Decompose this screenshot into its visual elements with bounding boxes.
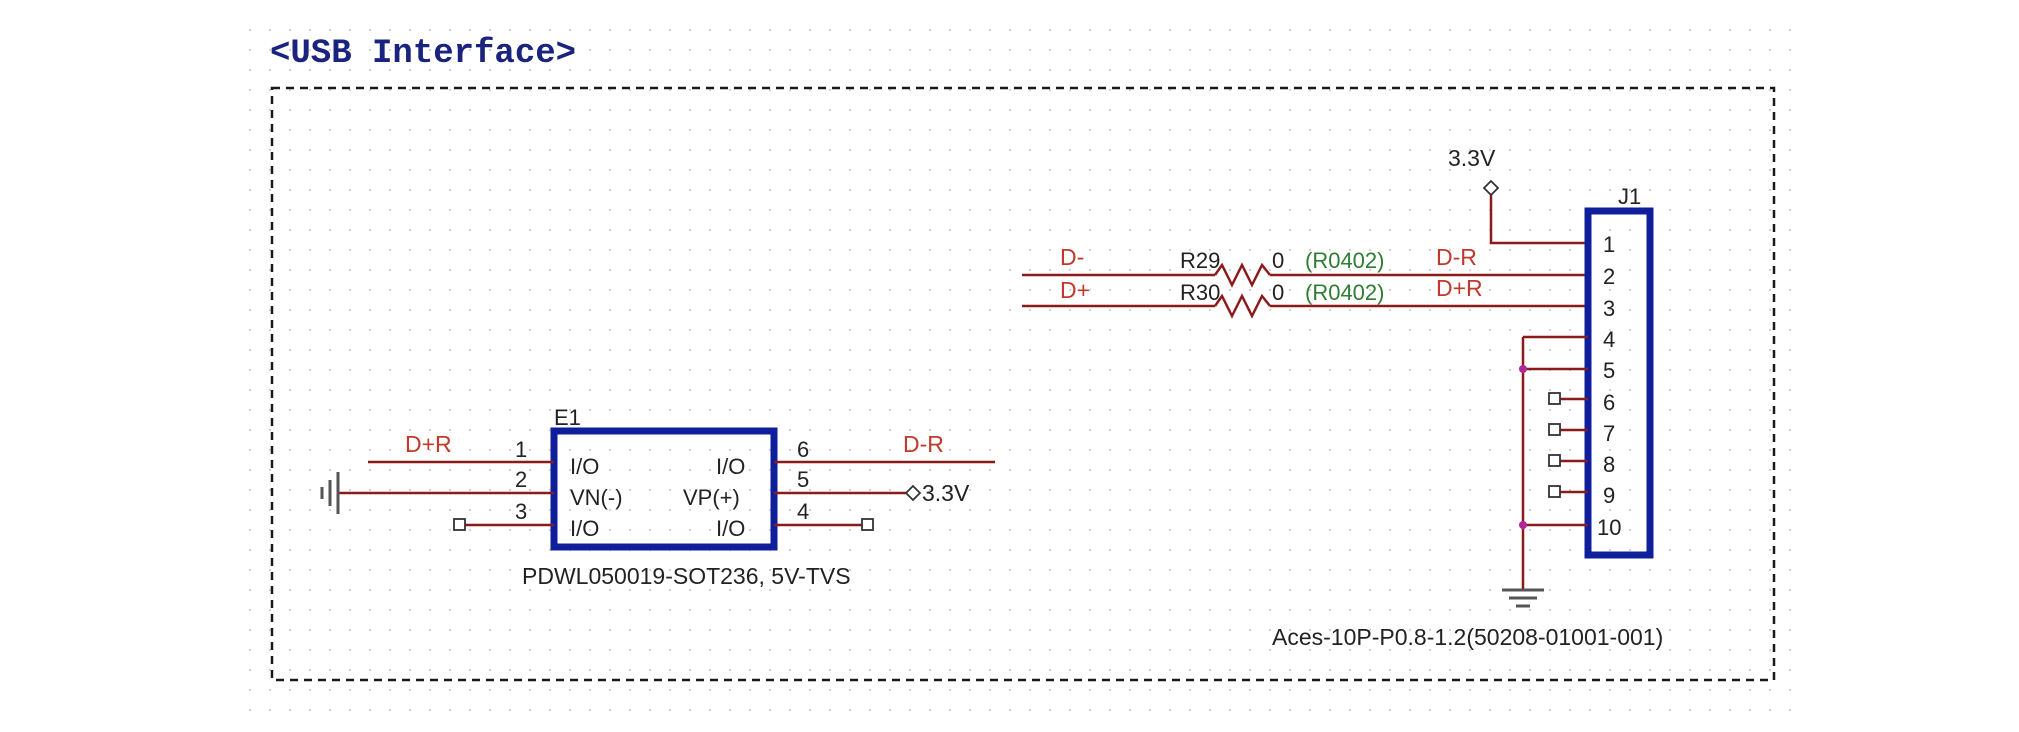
schematic-title: <USB Interface> [270,35,576,73]
tvs-pin6-net: D-R [903,431,944,457]
tvs-pin2-name: VN(-) [570,485,623,510]
j1-pin-5: 5 [1603,358,1615,383]
r30-footprint: (R0402) [1305,280,1384,305]
tvs-pin4-name: I/O [716,516,745,541]
tvs-pin5-num: 5 [797,467,809,492]
tvs-pin4-num: 4 [797,499,809,524]
tvs-pin4-nc-marker [861,518,874,531]
tvs-pin6-num: 6 [797,437,809,462]
r30-value: 0 [1272,280,1284,305]
r30-net-in: D+ [1060,277,1090,303]
tvs-ref: E1 [554,405,581,430]
tvs-pin3-name: I/O [570,516,599,541]
tvs-pin1-num: 1 [515,437,527,462]
r30-ref: R30 [1180,280,1220,305]
r29-ref: R29 [1180,248,1220,273]
j1-part-number: Aces-10P-P0.8-1.2(50208-01001-001) [1272,624,1663,650]
tvs-pin1-net: D+R [405,431,452,457]
j1-pin-1: 1 [1603,232,1615,257]
power-label: 3.3V [1448,145,1496,171]
r29-value: 0 [1272,248,1284,273]
r30-net-out: D+R [1436,275,1483,301]
ground-symbol-left [320,472,340,514]
power-3v3-port: 3.3V [1448,145,1588,245]
tvs-pin5-power-port [904,484,922,502]
tvs-pin1-name: I/O [570,454,599,479]
tvs-pin3-nc-marker [453,518,466,531]
j1-pin-9: 9 [1603,483,1615,508]
ground-symbol-j1 [1502,588,1544,608]
j1-pin-10: 10 [1597,515,1621,540]
r29-net-in: D- [1060,244,1084,270]
tvs-body [550,427,778,551]
tvs-pin3-num: 3 [515,499,527,524]
j1-pin-8: 8 [1603,452,1615,477]
j1-pin-6: 6 [1603,390,1615,415]
tvs-pin5-name: VP(+) [683,485,740,510]
r29-net-out: D-R [1436,244,1477,270]
j1-ref: J1 [1618,184,1641,209]
tvs-pin5-net: 3.3V [922,480,970,506]
j1-pin9-nc-marker [1548,485,1561,498]
j1-pin7-nc-marker [1548,423,1561,436]
j1-pin-3: 3 [1603,296,1615,321]
resistor-r29[interactable]: D- R29 0 (R0402) D-R [1022,244,1588,288]
r29-zigzag [1213,262,1271,288]
j1-junction-pin10 [1519,521,1527,529]
j1-pin-4: 4 [1603,327,1615,352]
connector-j1[interactable]: J1 1 2 3 4 5 6 7 8 9 10 Aces-10P-P0. [1272,184,1663,650]
tvs-pin6-name: I/O [716,454,745,479]
tvs-pin2-num: 2 [515,467,527,492]
tvs-diode-e1[interactable]: E1 D+R 1 I/O 2 VN(-) 3 I/O 6 I/O D-R 5 V… [320,405,995,589]
resistor-r30[interactable]: D+ R30 0 (R0402) D+R [1022,275,1588,319]
j1-pin8-nc-marker [1548,454,1561,467]
j1-pin-2: 2 [1603,264,1615,289]
section-boundary [270,86,1776,682]
j1-body [1584,207,1654,559]
j1-pin-7: 7 [1603,421,1615,446]
tvs-part-number: PDWL050019-SOT236, 5V-TVS [522,563,851,589]
power-wire [1489,195,1588,245]
r29-footprint: (R0402) [1305,248,1384,273]
j1-junction-pin5 [1519,365,1527,373]
r30-zigzag [1213,293,1271,319]
j1-pin6-nc-marker [1548,392,1561,405]
